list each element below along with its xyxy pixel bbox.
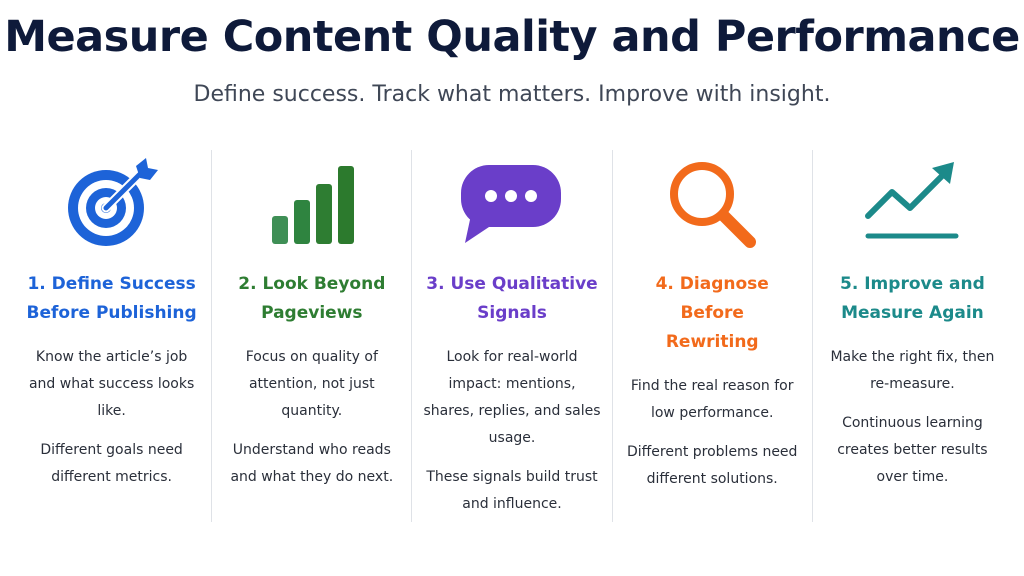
step-5-heading-line2: Measure Again bbox=[841, 303, 984, 323]
step-1-heading: 1. Define Success Before Publishing bbox=[22, 270, 201, 328]
step-3-heading-line2: Signals bbox=[477, 303, 547, 323]
step-1-note: Different goals need different metrics. bbox=[40, 442, 183, 485]
steps-row: 1. Define Success Before Publishing Know… bbox=[12, 150, 1012, 522]
step-2-heading: 2. Look Beyond Pageviews bbox=[222, 270, 401, 328]
chat-bubble-icon bbox=[422, 156, 601, 252]
step-1-text: Know the article’s job and what success … bbox=[28, 349, 195, 419]
magnifier-icon bbox=[623, 156, 802, 252]
step-3-heading-line1: 3. Use Qualitative bbox=[426, 274, 598, 294]
page-title: Measure Content Quality and Performance bbox=[4, 12, 1020, 62]
step-5: 5. Improve and Measure Again Make the ri… bbox=[811, 150, 1012, 522]
step-3-heading: 3. Use Qualitative Signals bbox=[422, 270, 601, 328]
step-4-heading: 4. Diagnose Before Rewriting bbox=[623, 270, 802, 357]
step-2: 2. Look Beyond Pageviews Focus on qualit… bbox=[211, 150, 411, 522]
step-4-heading-line2: Rewriting bbox=[665, 332, 759, 352]
step-5-note: Continuous learning creates better resul… bbox=[837, 415, 988, 485]
step-2-text: Focus on quality of attention, not just … bbox=[245, 349, 378, 419]
step-5-text: Make the right fix, then re-measure. bbox=[830, 349, 995, 392]
step-3: 3. Use Qualitative Signals Look for real… bbox=[411, 150, 611, 522]
step-2-heading-line2: Pageviews bbox=[261, 303, 363, 323]
step-2-note: Understand who reads and what they do ne… bbox=[230, 442, 394, 485]
step-4-note: Different problems need different soluti… bbox=[626, 444, 798, 487]
step-3-note: These signals build trust and influence. bbox=[426, 469, 598, 512]
step-3-text: Look for real-world impact: mentions, sh… bbox=[423, 349, 601, 446]
step-5-heading-line1: 5. Improve and bbox=[840, 274, 985, 294]
step-1: 1. Define Success Before Publishing Know… bbox=[12, 150, 211, 522]
step-1-heading-line1: 1. Define Success bbox=[27, 274, 196, 294]
target-icon bbox=[22, 156, 201, 252]
bar-chart-icon bbox=[222, 156, 401, 252]
step-5-heading: 5. Improve and Measure Again bbox=[823, 270, 1002, 328]
trend-up-icon bbox=[823, 156, 1002, 252]
step-4: 4. Diagnose Before Rewriting Find the re… bbox=[611, 150, 812, 522]
step-2-heading-line1: 2. Look Beyond bbox=[238, 274, 386, 294]
step-4-heading-line1: 4. Diagnose Before bbox=[655, 274, 769, 323]
page-subtitle: Define success. Track what matters. Impr… bbox=[193, 82, 831, 107]
step-4-text: Find the real reason for low performance… bbox=[630, 378, 794, 421]
step-1-heading-line2: Before Publishing bbox=[26, 303, 197, 323]
